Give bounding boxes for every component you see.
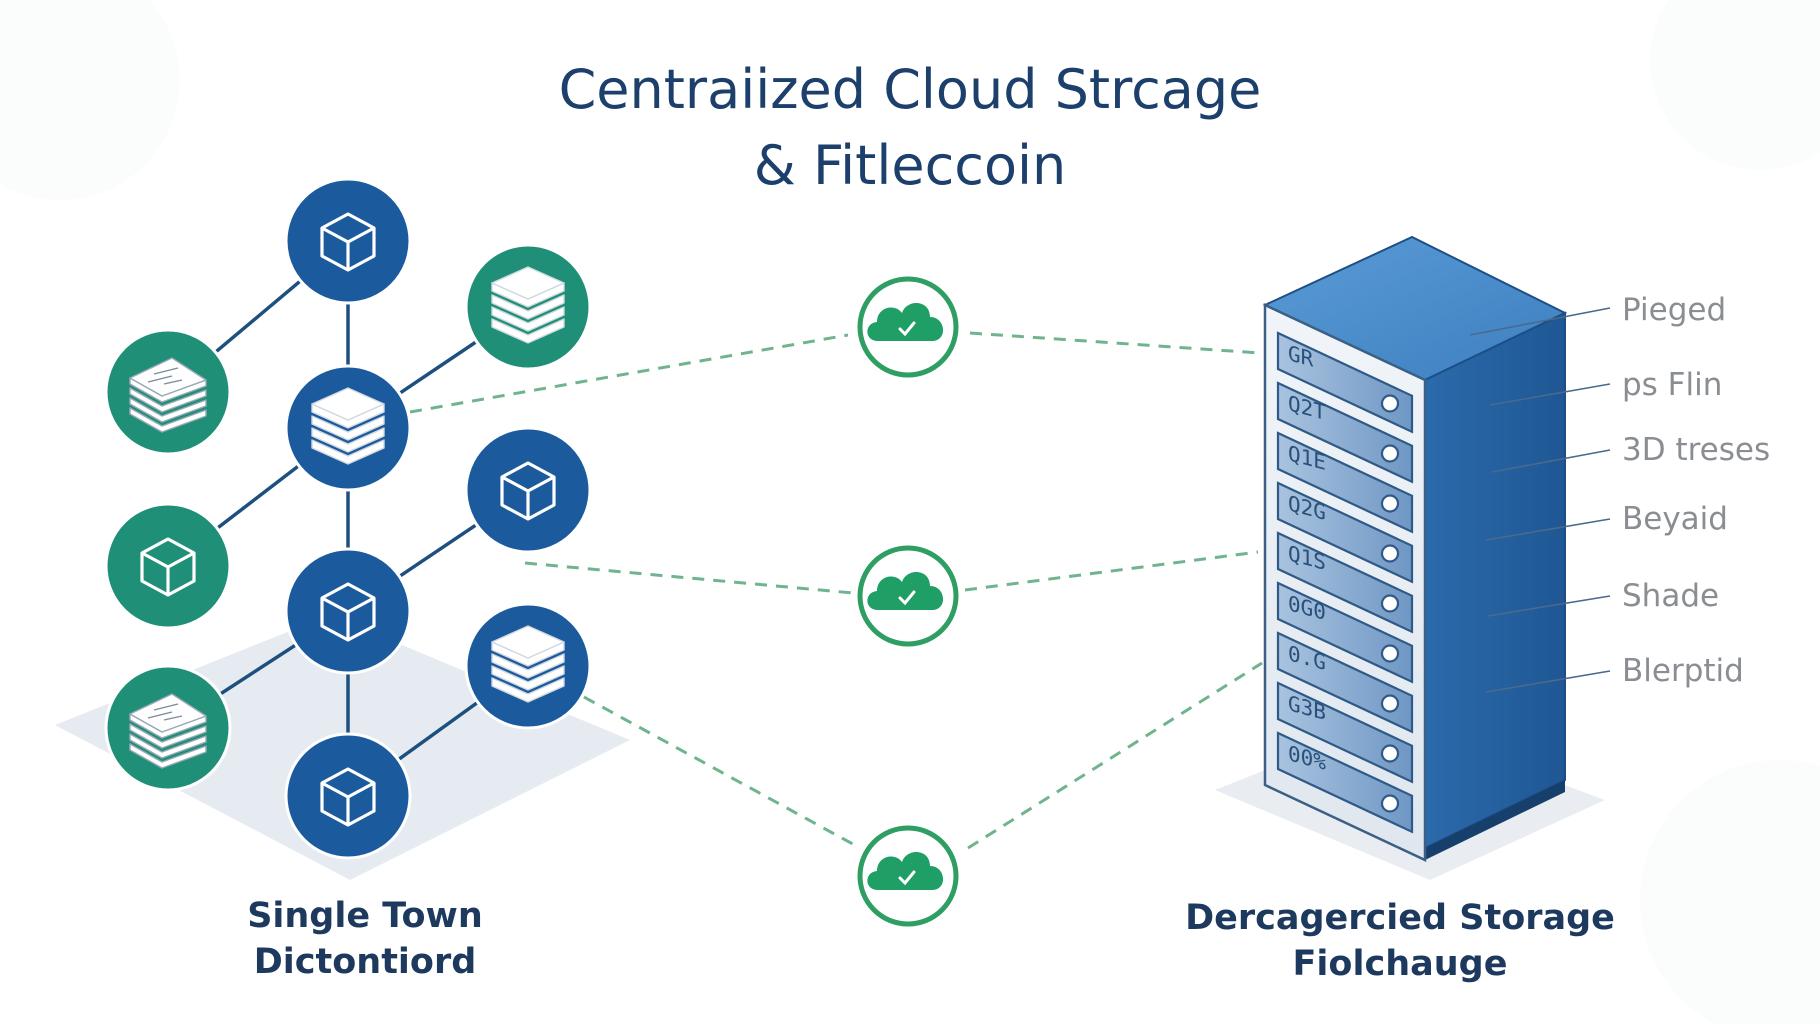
server-slot-panel — [1276, 481, 1414, 584]
server-label-3: 3D treses — [1622, 432, 1771, 468]
server-slot-panel — [1276, 431, 1414, 534]
server-side-face — [1424, 311, 1566, 850]
cloud-top — [857, 276, 959, 378]
node-bottom — [284, 732, 412, 860]
node-left-1 — [104, 328, 232, 456]
node-left-2 — [104, 502, 232, 630]
server-slot-panel — [1276, 681, 1414, 784]
cloud-middle — [857, 545, 959, 647]
server-slot-knob-icon — [1380, 494, 1400, 513]
node-right-1 — [464, 426, 592, 554]
network-nodes — [104, 177, 592, 860]
cloud-bottom — [857, 825, 959, 927]
node-right-2 — [464, 602, 592, 730]
server-slot-knob-icon — [1380, 594, 1400, 613]
server-label-2: ps Flin — [1622, 367, 1723, 403]
server-slot-panel — [1276, 381, 1414, 484]
leader-line-6 — [1485, 670, 1611, 693]
left-caption: Single Town Dictontiord — [170, 893, 560, 985]
left-caption-line1: Single Town — [247, 896, 483, 936]
dashed-connectors — [409, 331, 1263, 850]
right-caption: Dercagercied Storage Fiolchauge — [1150, 895, 1650, 987]
server-slot-9: 00% — [1276, 731, 1414, 834]
server-slot-knob-icon — [1380, 544, 1400, 563]
leader-line-4 — [1485, 518, 1611, 541]
stack-icon — [491, 266, 565, 344]
server-slot-panel — [1276, 581, 1414, 684]
server-slot-7: 0.G — [1276, 631, 1414, 734]
label-leader-lines — [1469, 307, 1611, 693]
server-label-4: Beyaid — [1622, 501, 1728, 537]
node-center-1 — [284, 364, 412, 492]
node-top — [284, 177, 412, 305]
leader-line-3 — [1491, 449, 1611, 473]
diagram-title-line2: & Fitleccoin — [753, 134, 1067, 197]
server-slot-panel — [1276, 631, 1414, 734]
dashed-connector-2 — [969, 331, 1261, 355]
server-slot-1: GR — [1276, 331, 1414, 434]
server-slot-panel — [1276, 331, 1414, 434]
node-left-3 — [104, 664, 232, 792]
stack-icon — [491, 625, 565, 703]
server-label-6: Blerptid — [1622, 653, 1744, 689]
server-base-side — [1425, 780, 1565, 860]
server-slot-knob-icon — [1380, 694, 1400, 713]
leader-line-1 — [1469, 307, 1611, 336]
server-slot-knob-icon — [1380, 644, 1400, 663]
right-caption-line2: Fiolchauge — [1292, 944, 1508, 984]
server-slot-panel — [1276, 531, 1414, 634]
dashed-connector-5 — [583, 695, 861, 850]
server-label-5: Shade — [1622, 578, 1720, 614]
leader-line-5 — [1487, 595, 1611, 617]
server-slot-8: G3B — [1276, 681, 1414, 784]
dashed-connector-3 — [524, 561, 854, 595]
dashed-connector-6 — [967, 661, 1263, 850]
node-center-2 — [284, 547, 412, 675]
right-caption-line1: Dercagercied Storage — [1185, 898, 1615, 938]
server-label-1: Pieged — [1622, 292, 1727, 328]
server-slot-panel — [1276, 731, 1414, 834]
diagram-title-line1: Centraiized Cloud Strcage — [558, 58, 1262, 121]
server-slot-knob-icon — [1380, 444, 1400, 463]
server-slot-knob-icon — [1380, 394, 1400, 413]
leader-line-2 — [1489, 383, 1611, 406]
server-slot-knob-icon — [1380, 744, 1400, 763]
cloud-nodes — [857, 276, 959, 927]
dashed-connector-4 — [964, 550, 1259, 592]
server-slot-5: Q1S — [1276, 531, 1414, 634]
server-slot-knob-icon — [1380, 794, 1400, 813]
title-block: Centraiized Cloud Strcage & Fitleccoin — [558, 58, 1262, 197]
left-caption-line2: Dictontiord — [253, 942, 477, 982]
stack-icon — [311, 387, 385, 465]
node-top-right — [464, 243, 592, 371]
dashed-connector-1 — [409, 333, 849, 414]
server-slot-2: Q2T — [1276, 381, 1414, 484]
